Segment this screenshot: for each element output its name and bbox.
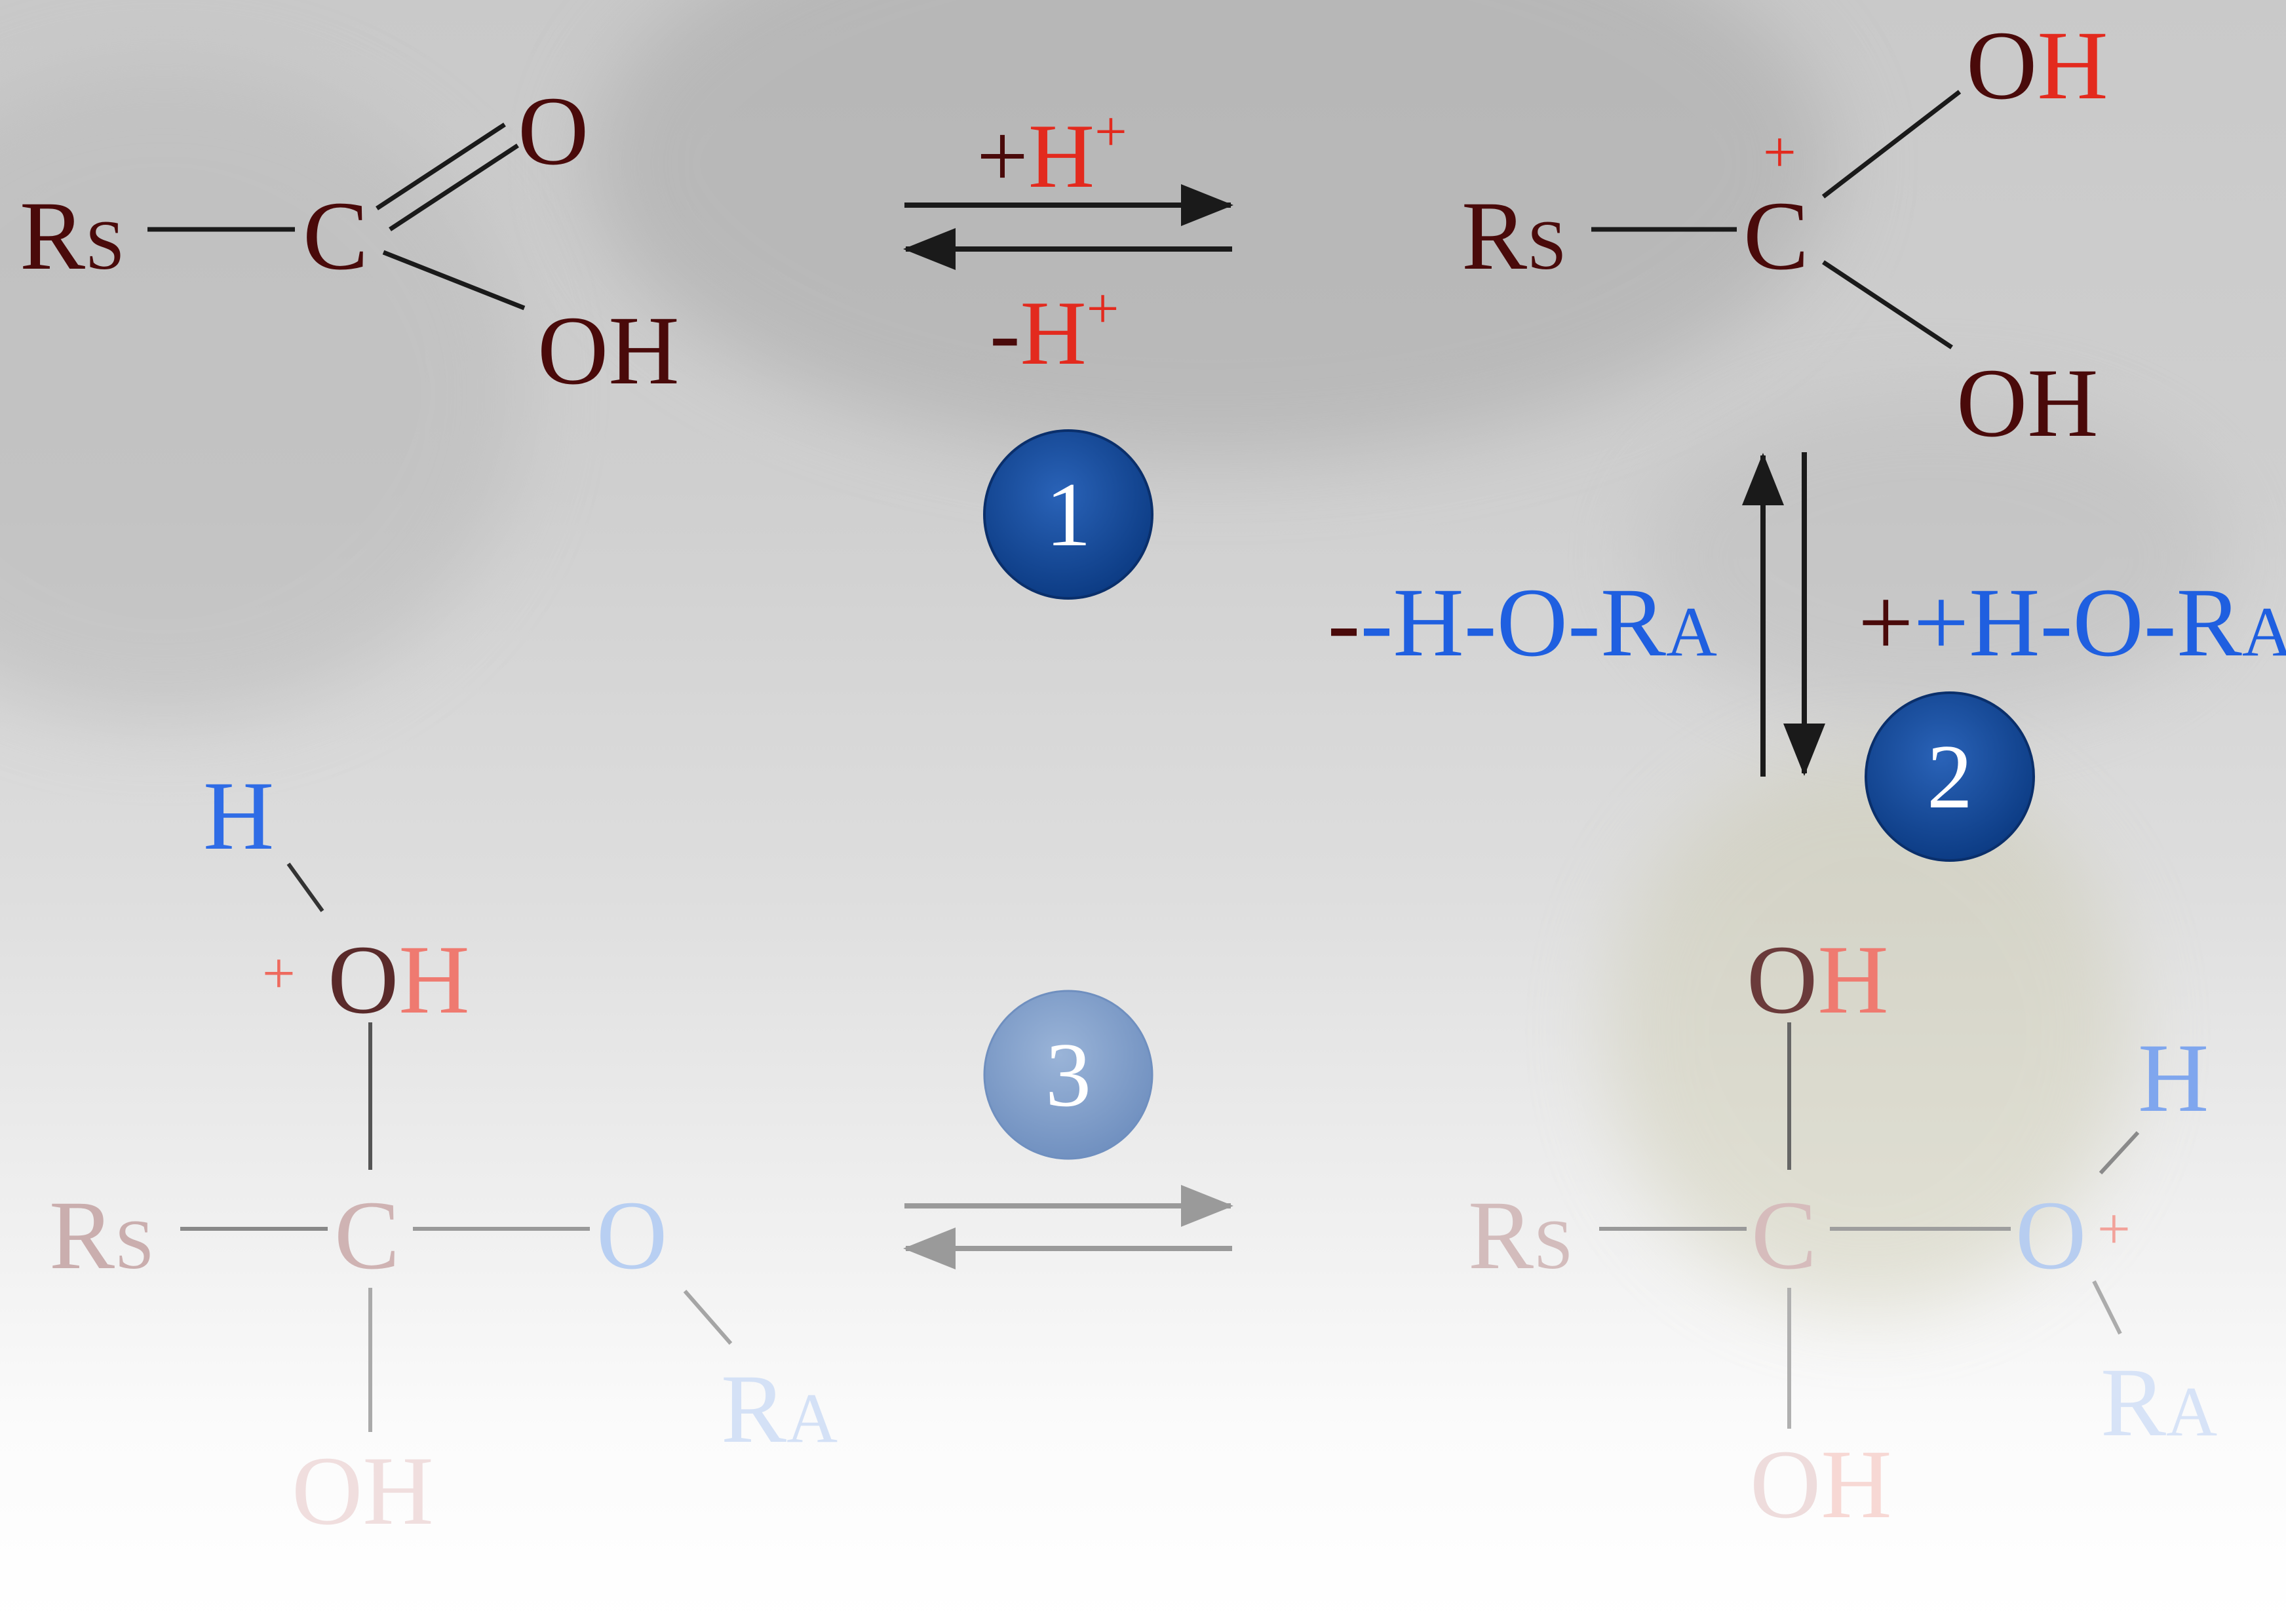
atom-rs: RS	[20, 182, 125, 290]
atom-c: C	[1743, 182, 1809, 290]
step-2-badge: 2	[1865, 691, 2035, 862]
atom-h-top: H	[2138, 1024, 2209, 1132]
step-2-left-label: --H-O-RA	[1327, 568, 1717, 677]
group-ra: RA	[2101, 1348, 2217, 1457]
molecule-protonated-acid: RS + C OH OH	[1462, 11, 2108, 457]
step-1-bottom-label: -H+	[990, 277, 1119, 384]
double-bond-c-o	[376, 123, 506, 210]
step-2-right-label: ++H-O-RA	[1858, 568, 2286, 677]
step-1-badge: 1	[983, 429, 1153, 600]
group-ra: RA	[721, 1355, 838, 1463]
group-oh-top: OH	[1747, 925, 1889, 1034]
atom-c: C	[334, 1181, 400, 1290]
bond-o-h	[2099, 1131, 2140, 1175]
atom-c: C	[303, 182, 368, 290]
group-oh-top: OH	[1966, 11, 2108, 120]
molecule-tetrahedral-intermediate: H + OH RS C O RA OH	[49, 762, 838, 1545]
step-2-equilibrium: --H-O-RA ++H-O-RA 2	[1327, 452, 2286, 862]
step-1-top-label: +H+	[977, 100, 1127, 207]
background-glow	[1606, 754, 2130, 1311]
oxonium-charge: +	[262, 941, 296, 1006]
group-oh-bottom: OH	[1956, 349, 2099, 457]
bond-c-oh-top	[1821, 90, 1962, 199]
step-3-number: 3	[1045, 1024, 1091, 1126]
bond-c-oh-bottom	[1822, 260, 1953, 349]
group-oh: OH	[537, 296, 680, 405]
bond-h-o	[286, 862, 324, 912]
group-oh-bottom: OH	[292, 1437, 434, 1545]
group-oh-bottom: OH	[1750, 1430, 1892, 1539]
step-1-number: 1	[1045, 464, 1091, 566]
atom-o: O	[518, 77, 589, 185]
step-3-badge: 3	[983, 990, 1153, 1160]
atom-o: O	[2015, 1181, 2086, 1290]
double-bond-c-o	[389, 144, 519, 231]
atom-rs: RS	[49, 1181, 154, 1290]
step-1-equilibrium: +H+ -H+ 1	[903, 100, 1233, 600]
atom-c: C	[1751, 1181, 1817, 1290]
bond-o-ra	[683, 1290, 733, 1345]
atom-o: O	[596, 1181, 667, 1290]
bond-o-ra	[2092, 1280, 2122, 1335]
bond-c-oh	[382, 250, 526, 311]
atom-h-top: H	[203, 762, 274, 870]
molecule-carboxylic-acid: RS C O OH	[20, 77, 680, 405]
atom-rs: RS	[1462, 182, 1566, 290]
step-2-number: 2	[1927, 726, 1973, 828]
oxonium-charge: +	[2097, 1197, 2131, 1262]
background-glow	[1638, 393, 2228, 721]
cation-charge: +	[1763, 120, 1796, 185]
step-3-equilibrium: 3	[903, 990, 1233, 1269]
molecule-protonated-intermediate: OH RS C O + H RA OH	[1468, 925, 2217, 1539]
group-oh-top: OH	[328, 925, 470, 1034]
atom-rs: RS	[1468, 1181, 1573, 1290]
